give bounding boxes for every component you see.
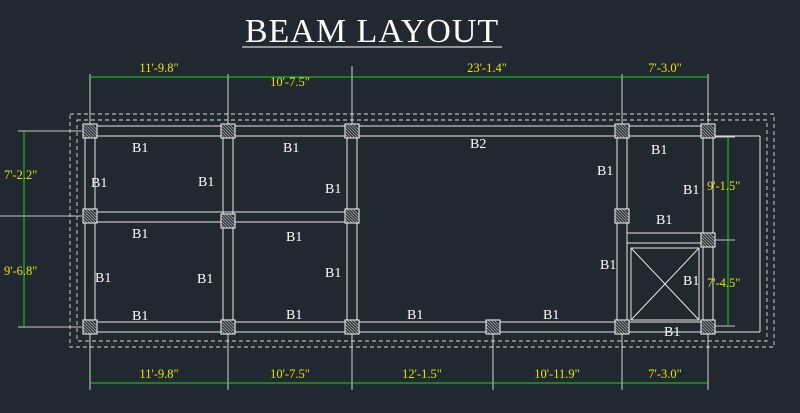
column — [700, 319, 716, 335]
beam-label: B1 — [132, 227, 148, 242]
drawing-title: BEAM LAYOUT — [245, 13, 499, 50]
bottom-dimension: 7'-3.0" — [648, 367, 681, 381]
beam-label: B1 — [198, 175, 214, 190]
beam-label: B1 — [597, 164, 613, 179]
beam-label: B1 — [407, 308, 423, 323]
beam-label: B1 — [95, 271, 111, 286]
beam-label: B1 — [683, 183, 699, 198]
column — [344, 208, 360, 224]
bottom-dimension: 10'-11.9" — [534, 367, 579, 381]
left-dimension: 7'-2.2" — [4, 168, 37, 182]
beam-label: B1 — [325, 182, 341, 197]
beam-label: B1 — [543, 308, 559, 323]
left-dimension: 9'-6.8" — [4, 264, 37, 278]
left-dimension-texts: 7'-2.2" 9'-6.8" — [4, 168, 37, 278]
bottom-dimension: 10'-7.5" — [270, 367, 310, 381]
column — [614, 123, 630, 139]
bottom-extension-lines — [89, 333, 709, 390]
left-extension-lines — [0, 130, 82, 328]
bottom-dimension: 11'-9.8" — [139, 367, 178, 381]
column — [220, 213, 236, 229]
beam-label: B1 — [325, 266, 341, 281]
column — [82, 319, 98, 335]
top-extension-lines — [89, 66, 709, 125]
beam-label: B1 — [132, 309, 148, 324]
top-dimension-texts: 11'-9.8" 10'-7.5" 23'-1.4" 7'-3.0" — [139, 61, 681, 89]
beam-label: B1 — [91, 176, 107, 191]
beam-label: B1 — [656, 213, 672, 228]
column — [700, 123, 716, 139]
right-dimension-texts: 9'-1.5" 7'-4.5" — [707, 179, 740, 290]
column — [344, 123, 360, 139]
columns — [82, 123, 716, 335]
column — [344, 319, 360, 335]
right-dimension: 9'-1.5" — [707, 179, 740, 193]
column — [220, 319, 236, 335]
beam-labels: B1 B2 B1 B1 B1 B1 B1 B1 B1 B1 B1 B1 B1 B… — [91, 137, 699, 340]
column — [614, 208, 630, 224]
bottom-dimension-texts: 11'-9.8" 10'-7.5" 12'-1.5" 10'-11.9" 7'-… — [139, 367, 681, 381]
top-dimension: 23'-1.4" — [467, 61, 507, 75]
slab-outline-inner — [76, 119, 768, 342]
right-dimension: 7'-4.5" — [707, 276, 740, 290]
beams — [84, 125, 761, 333]
beam-label: B1 — [286, 230, 302, 245]
bottom-dimension: 12'-1.5" — [402, 367, 442, 381]
beam-label: B1 — [683, 274, 699, 289]
beam-label: B2 — [470, 137, 486, 152]
right-extension-lines — [714, 136, 735, 327]
beam-label: B1 — [286, 308, 302, 323]
top-dimension: 11'-9.8" — [139, 61, 178, 75]
beam-label: B1 — [651, 143, 667, 158]
stair-opening — [630, 247, 700, 321]
beam-label: B1 — [664, 325, 680, 340]
slab-outline-outer — [69, 113, 775, 348]
top-dimension: 10'-7.5" — [270, 75, 310, 89]
column — [220, 123, 236, 139]
beam-label: B1 — [600, 258, 616, 273]
column — [82, 123, 98, 139]
column — [82, 208, 98, 224]
column — [485, 319, 501, 335]
beam-label: B1 — [132, 141, 148, 156]
column — [700, 232, 716, 248]
beam-label: B1 — [283, 141, 299, 156]
beam-label: B1 — [197, 272, 213, 287]
column — [614, 319, 630, 335]
top-dimension: 7'-3.0" — [648, 61, 681, 75]
dimension-lines — [23, 76, 729, 384]
